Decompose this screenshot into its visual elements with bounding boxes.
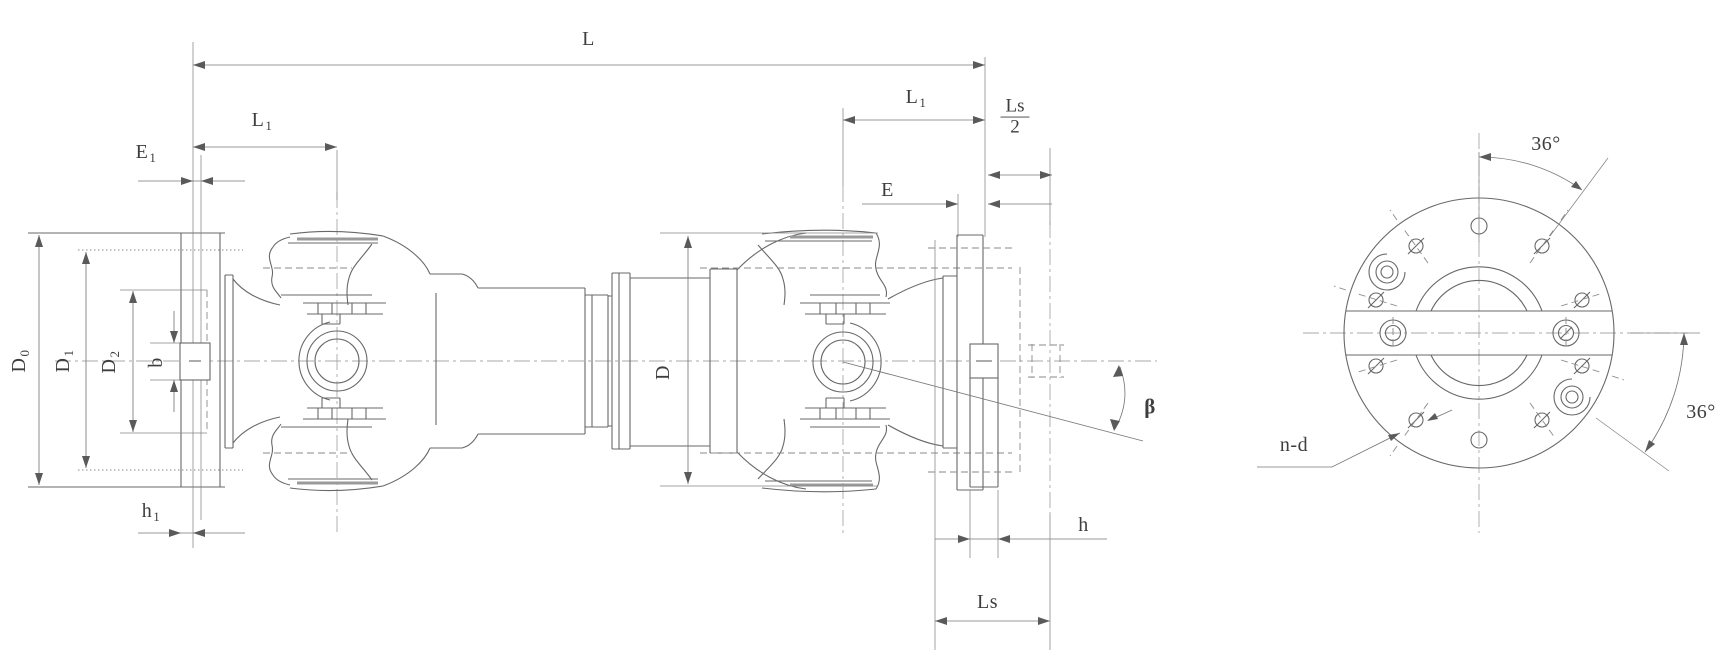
angle-dimension-top: [1478, 152, 1609, 242]
dim-label-b: b: [145, 357, 167, 368]
bolt-hole-leader: [1257, 409, 1453, 468]
left-flange: [28, 42, 243, 548]
dim-label-L1-right: L1: [905, 86, 927, 110]
universal-joint-left: [224, 230, 431, 492]
dimension-lines: [35, 61, 1107, 625]
dim-label-E: E: [881, 179, 894, 201]
dim-label-h: h: [1078, 514, 1089, 536]
dim-label-L1-left: L1: [251, 109, 273, 133]
dim-label-h1: h1: [141, 500, 161, 524]
angle-label-right: 36°: [1686, 401, 1716, 423]
dim-label-E1: E1: [135, 141, 157, 165]
slotted-bolt-holes: [1367, 237, 1591, 429]
dim-label-D0: D0: [8, 349, 32, 373]
dim-label-D2: D2: [98, 350, 122, 374]
extension-lines: [336, 57, 1051, 650]
right-flange: [928, 234, 1064, 491]
flange-end-view: [1257, 152, 1700, 472]
dim-label-D: D: [652, 365, 674, 380]
shaft-tube: [430, 268, 738, 454]
centerlines: [55, 133, 1688, 534]
dim-label-Ls: Ls: [977, 591, 998, 613]
dim-label-D1: D1: [52, 349, 76, 373]
dim-label-beta: β: [1144, 394, 1156, 419]
retained-bolts: [1368, 253, 1591, 416]
bolt-hole: [1470, 431, 1488, 449]
dim-label-L: L: [582, 28, 595, 50]
angle-dimension-right: [1595, 332, 1700, 472]
angle-label-top: 36°: [1531, 133, 1561, 155]
swing-angle-beta: [842, 361, 1144, 442]
bolt-note-label: n-d: [1279, 434, 1309, 456]
universal-joint-right: [700, 229, 1012, 493]
pilot-bolts: [1379, 317, 1580, 349]
